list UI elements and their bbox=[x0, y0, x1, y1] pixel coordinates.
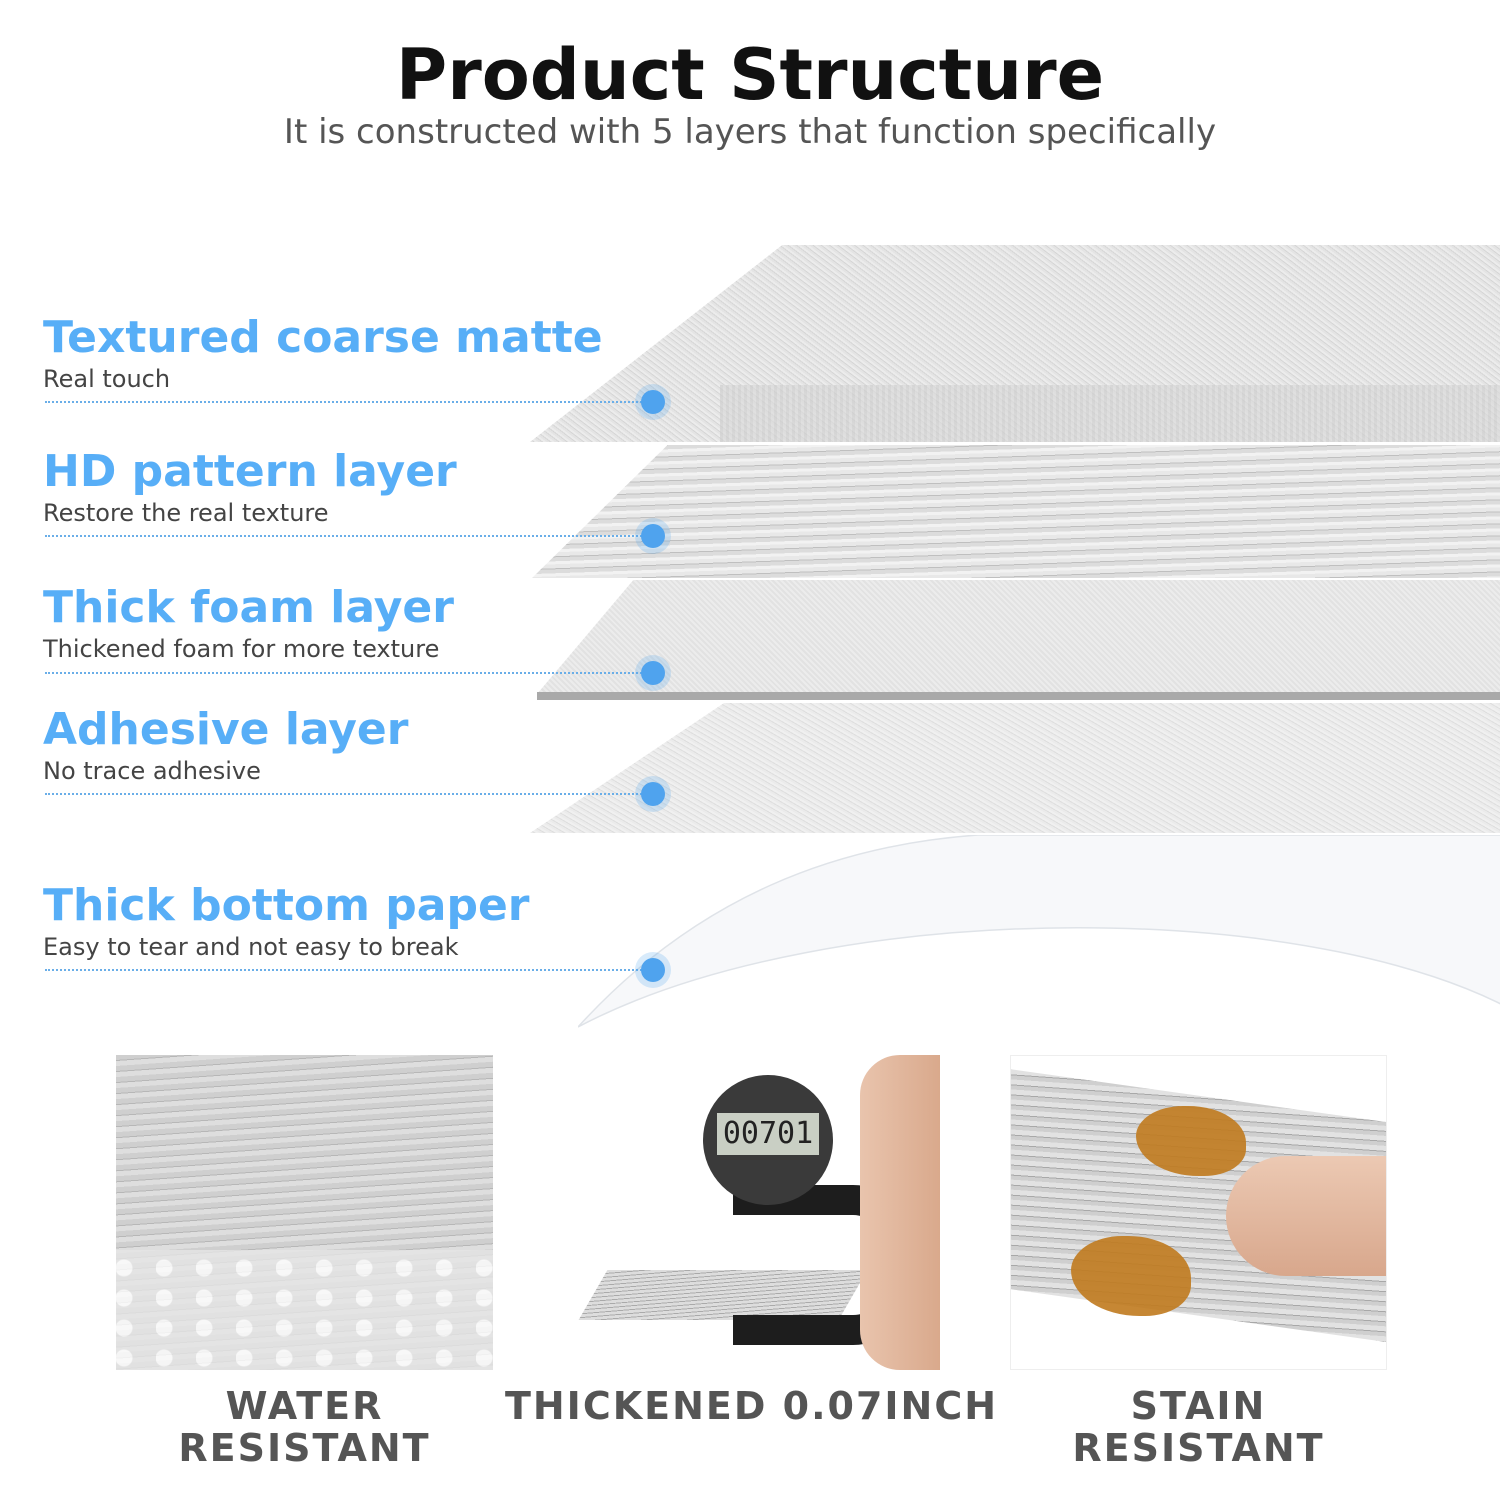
leader-line bbox=[45, 401, 645, 403]
bottom-paper-image bbox=[578, 835, 1500, 1028]
caption-line: RESISTANT bbox=[178, 1426, 431, 1470]
layer-title: Thick bottom paper bbox=[43, 880, 530, 931]
page-subtitle: It is constructed with 5 layers that fun… bbox=[283, 112, 1217, 152]
marker-dot-icon bbox=[641, 661, 665, 685]
leader-line bbox=[45, 672, 645, 674]
layer-description: Thickened foam for more texture bbox=[43, 635, 440, 663]
gauge-dial: 00701 bbox=[703, 1075, 833, 1205]
layer-label-matte: Textured coarse matte Real touch bbox=[43, 312, 603, 393]
gauge-reading: 00701 bbox=[717, 1113, 819, 1155]
hand bbox=[860, 1055, 940, 1370]
stain-resistant-photo bbox=[1010, 1055, 1387, 1370]
marker-dot-icon bbox=[641, 524, 665, 548]
marker-dot-icon bbox=[641, 390, 665, 414]
layer-description: Easy to tear and not easy to break bbox=[43, 933, 459, 961]
feature-caption-stain: STAIN RESISTANT bbox=[1010, 1385, 1387, 1469]
hand bbox=[1226, 1156, 1386, 1276]
layer-title: Textured coarse matte bbox=[43, 312, 603, 363]
stain-spot bbox=[1136, 1106, 1246, 1176]
water-drops bbox=[116, 1250, 493, 1370]
foam-layer-edge bbox=[537, 692, 1500, 700]
layer-title: Thick foam layer bbox=[43, 582, 454, 633]
matte-layer-edge bbox=[720, 385, 1500, 442]
adhesive-layer-image bbox=[530, 703, 1500, 833]
leader-line bbox=[45, 535, 645, 537]
layer-description: No trace adhesive bbox=[43, 757, 261, 785]
leader-line bbox=[45, 793, 645, 795]
caption-line: WATER bbox=[225, 1384, 384, 1428]
layer-description: Real touch bbox=[43, 365, 171, 393]
caption-line: RESISTANT bbox=[1072, 1426, 1325, 1470]
layer-label-foam: Thick foam layer Thickened foam for more… bbox=[43, 582, 454, 663]
leader-line bbox=[45, 969, 645, 971]
layer-label-adhesive: Adhesive layer No trace adhesive bbox=[43, 704, 408, 785]
marker-dot-icon bbox=[641, 782, 665, 806]
feature-caption-thickness: THICKENED 0.07INCH bbox=[500, 1385, 1003, 1427]
pattern-layer-image bbox=[532, 445, 1500, 578]
layer-description: Restore the real texture bbox=[43, 499, 329, 527]
thickness-gauge-photo: 00701 bbox=[563, 1055, 940, 1370]
caption-line: THICKENED 0.07INCH bbox=[504, 1384, 999, 1428]
page-title: Product Structure bbox=[395, 34, 1105, 116]
marker-dot-icon bbox=[641, 958, 665, 982]
stain-spot bbox=[1071, 1236, 1191, 1316]
layer-label-bottom-paper: Thick bottom paper Easy to tear and not … bbox=[43, 880, 530, 961]
caption-line: STAIN bbox=[1130, 1384, 1267, 1428]
foam-layer-image bbox=[537, 580, 1500, 694]
layer-label-pattern: HD pattern layer Restore the real textur… bbox=[43, 446, 457, 527]
layer-title: HD pattern layer bbox=[43, 446, 457, 497]
water-resistant-photo bbox=[116, 1055, 493, 1370]
layer-title: Adhesive layer bbox=[43, 704, 409, 755]
feature-caption-water: WATER RESISTANT bbox=[116, 1385, 493, 1469]
